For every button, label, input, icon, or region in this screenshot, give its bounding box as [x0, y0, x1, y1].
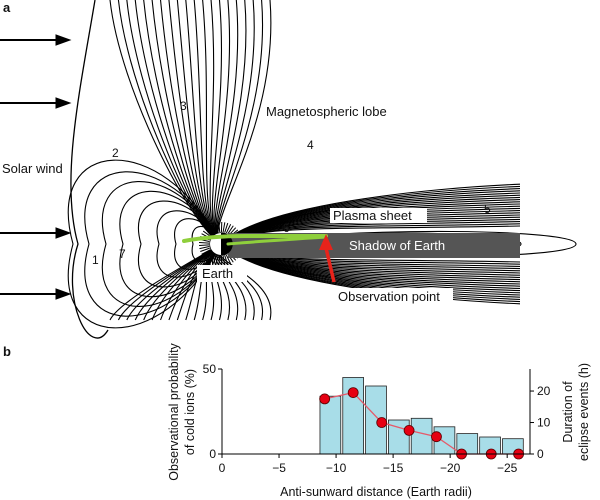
plasma-sheet-label: Plasma sheet — [333, 208, 412, 223]
field-line-57 — [209, 0, 222, 245]
field-line-130 — [222, 222, 226, 233]
bar-0 — [319, 395, 342, 455]
chart-axes — [221, 369, 531, 455]
field-line-114 — [201, 249, 211, 255]
field-line-25 — [143, 0, 222, 245]
eclipse-point-2 — [376, 417, 388, 428]
field-line-118 — [199, 241, 210, 244]
x-tick-label-0: 0 — [219, 461, 226, 475]
probability-bars — [319, 377, 524, 455]
field-line-109 — [212, 254, 217, 265]
left-y-tick-label-0: 0 — [209, 447, 216, 461]
field-line-125 — [209, 224, 216, 234]
x-tick-label-2: −10 — [326, 461, 347, 475]
field-line-86 — [220, 183, 521, 245]
field-line-5 — [101, 181, 222, 307]
right-y-axis-title-line2: eclipse events (h) — [577, 363, 591, 461]
field-line-104 — [224, 255, 229, 266]
x-tick-label-1: −5 — [272, 461, 286, 475]
field-line-115 — [200, 247, 210, 252]
right-y-tick-label-1: 10 — [537, 416, 551, 430]
field-line-13 — [117, 0, 222, 245]
magnetic-field-lines — [67, 0, 577, 339]
eclipse-point-0 — [319, 393, 331, 405]
field-line-133 — [227, 225, 234, 235]
field-line-124 — [207, 226, 215, 235]
earth-label: Earth — [202, 266, 233, 281]
field-line-126 — [212, 223, 217, 234]
field-line-87 — [220, 243, 521, 305]
panel-a: a Shadow of Earth Magnetospheric lobe — [0, 0, 577, 339]
solar-wind-arrows — [0, 34, 72, 300]
field-line-127 — [215, 222, 219, 233]
field-line-number-3: 3 — [180, 99, 187, 113]
eclipse-point-1 — [347, 387, 359, 399]
left-y-axis-ticks: 0 50 — [203, 362, 222, 461]
field-line-number-6: 6 — [283, 221, 290, 235]
left-y-axis-title-line2: of cold ions (%) — [183, 369, 197, 455]
green-trajectory-lower — [226, 235, 328, 246]
green-trajectory — [182, 233, 328, 243]
x-axis-ticks: 0 −5 −10 −15 −20 −25 — [219, 454, 518, 475]
x-axis-title: Anti-sunward distance (Earth radii) — [280, 485, 472, 499]
magnetospheric-lobe-label: Magnetospheric lobe — [266, 104, 387, 119]
field-line-number-1: 1 — [92, 253, 99, 267]
field-line-113 — [202, 250, 212, 258]
eclipse-point-3 — [403, 424, 415, 436]
field-line-131 — [224, 222, 229, 233]
field-line-116 — [199, 246, 210, 250]
field-line-132 — [225, 224, 232, 234]
field-line-6 — [84, 171, 222, 317]
right-y-axis-title-line1: Duration of — [561, 381, 575, 443]
x-tick-label-4: −20 — [440, 461, 461, 475]
field-line-128 — [218, 222, 221, 233]
right-y-axis-ticks: 0 10 20 — [530, 384, 551, 461]
panel-a-letter: a — [3, 0, 11, 15]
left-y-axis-title-line1: Observational probability — [167, 342, 181, 480]
panel-b: b 0 −5 −10 −15 −20 −25 0 50 0 10 20 Anti-sunward… — [3, 342, 591, 499]
shadow-of-earth-label: Shadow of Earth — [349, 238, 445, 253]
field-line-number-5: 5 — [484, 202, 491, 216]
field-line-110 — [209, 254, 216, 264]
right-y-tick-label-0: 0 — [537, 447, 544, 461]
field-line-number-2: 2 — [112, 146, 119, 160]
field-line-112 — [204, 251, 213, 260]
field-line-123 — [204, 228, 213, 237]
field-line-117 — [199, 244, 210, 247]
eclipse-point-4 — [431, 431, 442, 443]
x-tick-label-3: −15 — [383, 461, 404, 475]
field-line-107 — [218, 255, 221, 266]
field-line-numbers: 1 2 3 4 5 6 7 — [92, 99, 491, 267]
panel-b-letter: b — [3, 344, 11, 359]
right-y-tick-label-2: 20 — [537, 384, 551, 398]
observation-point-arrow — [319, 234, 336, 283]
solar-wind-label: Solar wind — [2, 161, 63, 176]
field-line-8 — [70, 0, 109, 339]
field-line-103 — [225, 254, 232, 264]
field-line-3 — [138, 200, 222, 288]
field-line-4 — [119, 190, 222, 298]
x-tick-label-5: −25 — [497, 461, 518, 475]
field-line-number-7: 7 — [119, 247, 126, 261]
eclipse-duration-series — [319, 387, 524, 460]
field-line-85 — [217, 0, 272, 245]
observation-point-label: Observation point — [338, 289, 440, 304]
field-line-7 — [67, 159, 222, 329]
field-line-number-4: 4 — [307, 138, 314, 152]
left-y-tick-label-1: 50 — [203, 362, 217, 376]
field-line-108 — [215, 255, 219, 266]
bar-4 — [410, 417, 433, 455]
field-line-111 — [207, 253, 215, 262]
field-line-2 — [156, 210, 222, 278]
field-line-105 — [222, 255, 226, 266]
